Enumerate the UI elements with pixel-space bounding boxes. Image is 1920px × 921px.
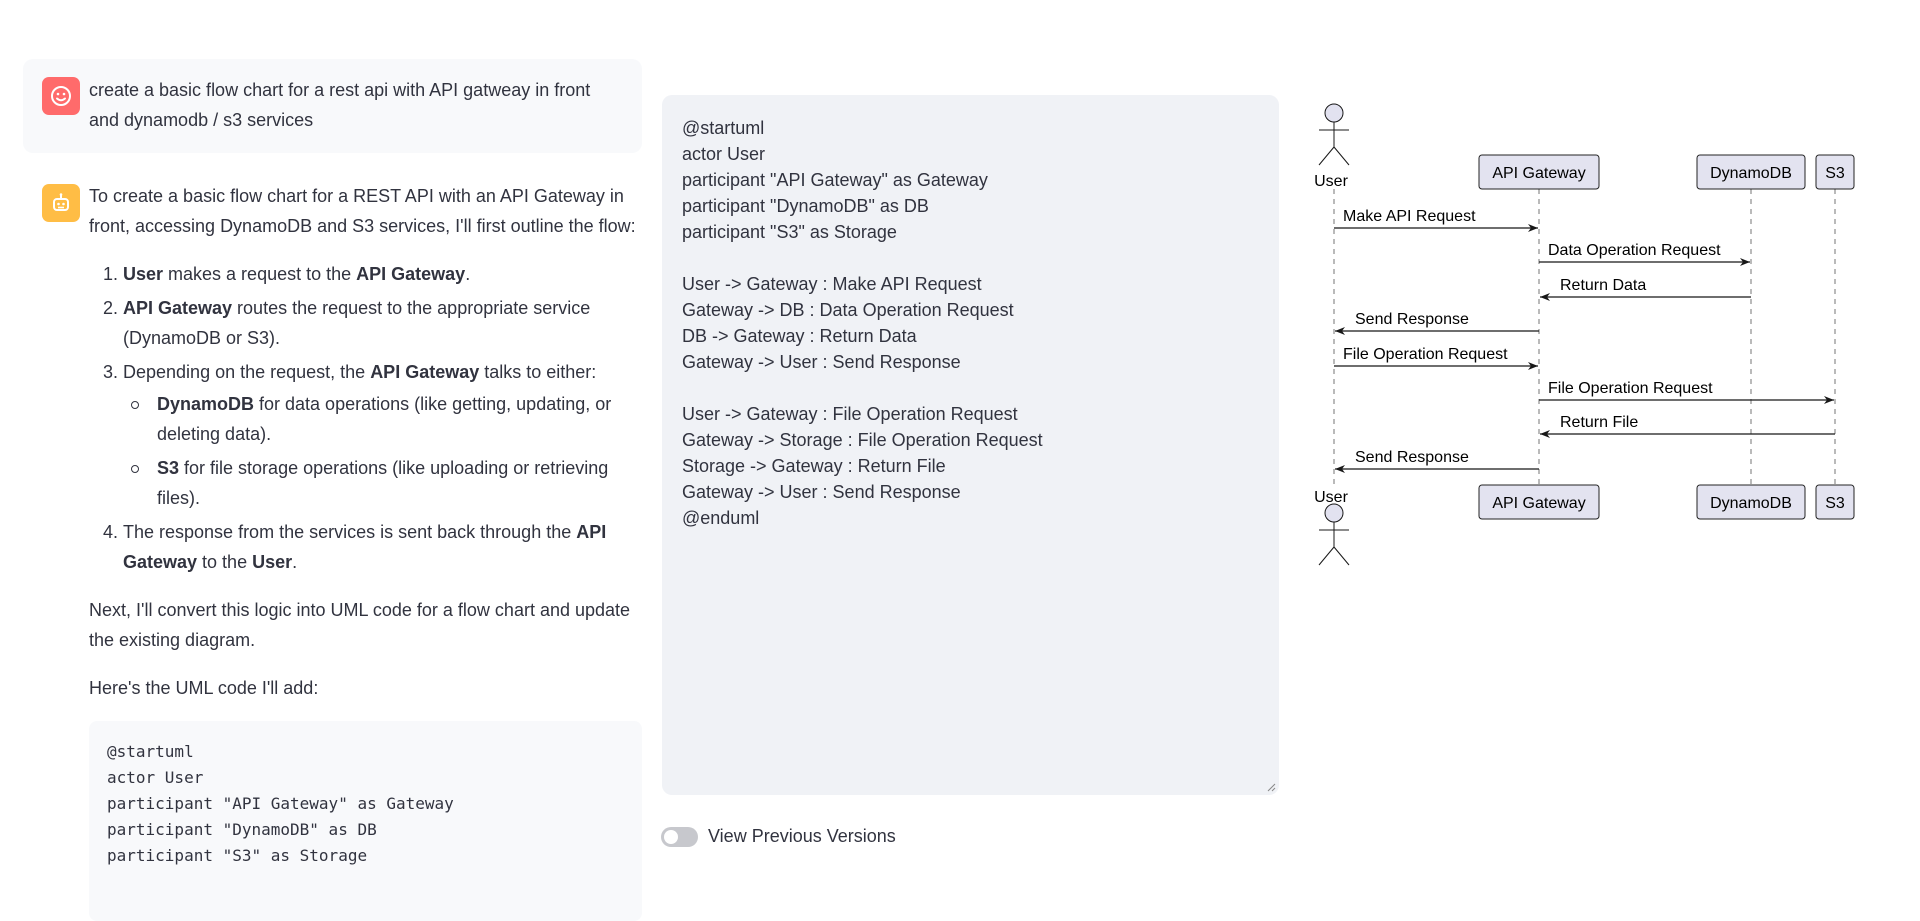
participant-box-2-top: [1696, 154, 1806, 190]
participant-label-1-top: API Gateway: [1492, 165, 1585, 182]
editor-line: Storage -> Gateway : Return File: [682, 456, 946, 476]
participant-label-3-top: S3: [1825, 165, 1845, 182]
list-item: The response from the services is sent b…: [123, 517, 642, 577]
user-message-text: create a basic flow chart for a rest api…: [89, 80, 591, 130]
list-item: Depending on the request, the API Gatewa…: [123, 357, 642, 513]
participant-label-1-bottom: API Gateway: [1492, 495, 1585, 512]
actor-user-top-leg-left: [1318, 146, 1335, 166]
assistant-code-intro: Here's the UML code I'll add:: [89, 678, 319, 698]
editor-line: actor User: [682, 144, 766, 164]
editor-line: [682, 245, 1259, 271]
editor-line: [682, 375, 1259, 401]
message-label: Return File: [1560, 414, 1638, 431]
message-label: Send Response: [1355, 311, 1469, 328]
editor-line: Gateway -> Storage : File Operation Requ…: [682, 430, 1043, 450]
assistant-intro: To create a basic flow chart for a REST …: [89, 186, 636, 236]
message-label: File Operation Request: [1548, 380, 1713, 397]
actor-user-bottom-leg-right: [1333, 546, 1350, 566]
editor-line: participant "S3" as Storage: [682, 222, 897, 242]
flow-steps-list: User makes a request to the API Gateway.…: [89, 259, 642, 577]
participant-label-2-top: DynamoDB: [1710, 165, 1792, 182]
list-item: API Gateway routes the request to the ap…: [123, 293, 642, 353]
toggle-knob: [664, 829, 678, 844]
message-label: Make API Request: [1343, 208, 1476, 225]
actor-user-bottom-head: [1324, 503, 1344, 523]
chat-column: create a basic flow chart for a rest api…: [23, 59, 642, 921]
participant-user-bottom-label: User: [1314, 489, 1348, 506]
participant-box-3-top: [1815, 154, 1855, 190]
message-label: Send Response: [1355, 449, 1469, 466]
editor-line: Gateway -> User : Send Response: [682, 482, 961, 502]
list-item: S3 for file storage operations (like upl…: [131, 453, 642, 513]
participant-box-1-top: [1478, 154, 1600, 190]
actor-user-bottom-leg-left: [1318, 546, 1335, 566]
editor-line: participant "DynamoDB" as DB: [682, 196, 929, 216]
editor-line: User -> Gateway : Make API Request: [682, 274, 982, 294]
editor-line: DB -> Gateway : Return Data: [682, 326, 917, 346]
editor-line: Gateway -> DB : Data Operation Request: [682, 300, 1014, 320]
user-message: create a basic flow chart for a rest api…: [23, 59, 642, 153]
user-avatar: [42, 77, 80, 115]
uml-code-block[interactable]: @startuml actor User participant "API Ga…: [89, 721, 642, 921]
editor-content: @startuml actor User participant "API Gate…: [682, 115, 1259, 531]
resize-handle-icon[interactable]: [1266, 782, 1276, 792]
uml-editor-textarea[interactable]: @startuml actor User participant "API Gate…: [662, 95, 1279, 795]
participant-user-top-label: User: [1314, 173, 1348, 190]
assistant-avatar: [42, 184, 80, 222]
editor-line: @startuml: [682, 118, 765, 138]
list-item: User makes a request to the API Gateway.: [123, 259, 642, 289]
assistant-next-text: Next, I'll convert this logic into UML c…: [89, 600, 631, 650]
actor-user-top-leg-right: [1333, 146, 1350, 166]
robot-icon: [53, 193, 69, 211]
editor-line: @enduml: [682, 508, 760, 528]
message-label: Return Data: [1560, 277, 1646, 294]
editor-line: Gateway -> User : Send Response: [682, 352, 961, 372]
assistant-message: To create a basic flow chart for a REST …: [23, 173, 642, 921]
participant-box-3-bottom: [1815, 484, 1855, 520]
actor-user-top-head: [1324, 103, 1344, 123]
participant-box-2-bottom: [1696, 484, 1806, 520]
smiley-face-icon: [51, 86, 71, 106]
participant-label-2-bottom: DynamoDB: [1710, 495, 1792, 512]
service-sub-list: DynamoDB for data operations (like getti…: [123, 389, 642, 513]
participant-label-3-bottom: S3: [1825, 495, 1845, 512]
view-previous-versions-toggle-row[interactable]: View Previous Versions: [661, 826, 896, 847]
editor-line: participant "API Gateway" as Gateway: [682, 170, 988, 190]
toggle-label: View Previous Versions: [708, 826, 896, 846]
list-item: DynamoDB for data operations (like getti…: [131, 389, 642, 449]
message-label: Data Operation Request: [1548, 242, 1721, 259]
message-label: File Operation Request: [1343, 346, 1508, 363]
editor-line: User -> Gateway : File Operation Request: [682, 404, 1018, 424]
participant-box-1-bottom: [1478, 484, 1600, 520]
view-previous-versions-toggle[interactable]: [661, 826, 698, 847]
